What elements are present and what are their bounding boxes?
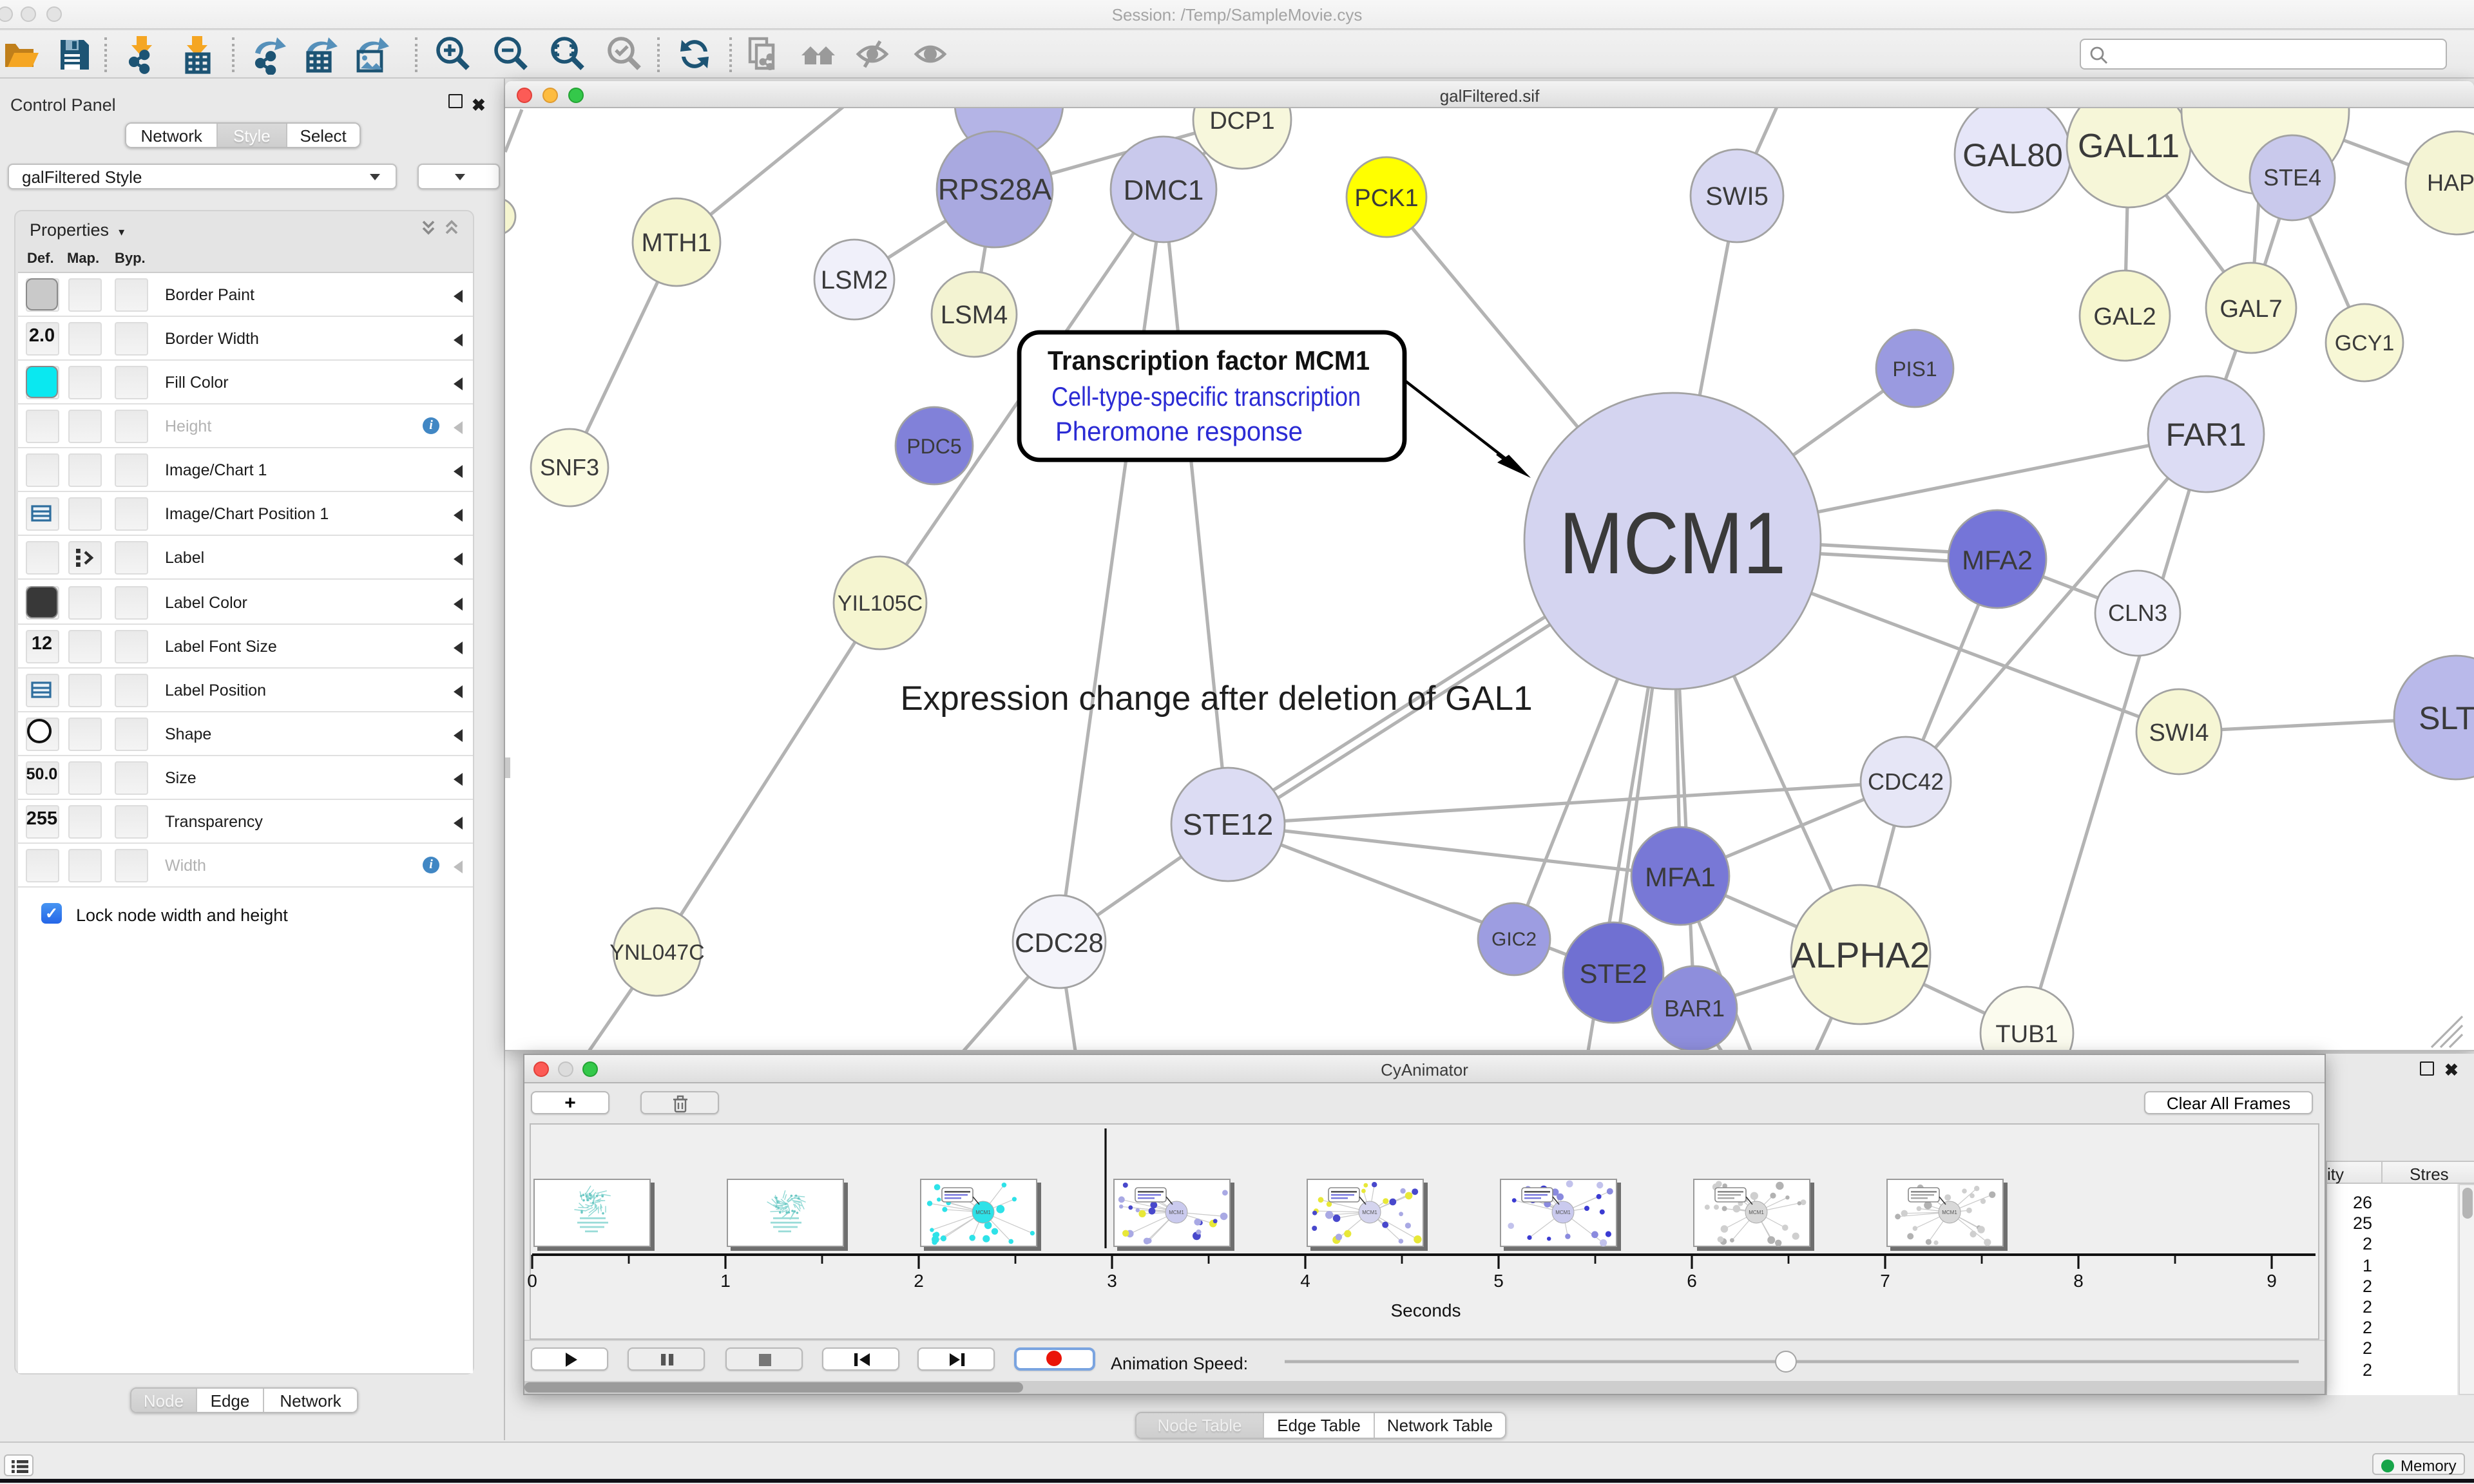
- svg-text:GAL2: GAL2: [2093, 303, 2156, 330]
- svg-text:GAL80: GAL80: [1962, 137, 2063, 173]
- svg-text:MCM1: MCM1: [975, 1210, 991, 1215]
- svg-text:GAL7: GAL7: [2220, 296, 2282, 323]
- svg-text:SWI4: SWI4: [2149, 719, 2209, 747]
- svg-text:GCY1: GCY1: [2335, 331, 2395, 356]
- svg-text:MTH1: MTH1: [642, 229, 712, 257]
- svg-text:Cell-type-specific transcripti: Cell-type-specific transcription: [1051, 381, 1361, 412]
- svg-text:MCM1: MCM1: [1555, 1210, 1571, 1215]
- svg-text:MFA1: MFA1: [1645, 862, 1716, 892]
- svg-text:GIC2: GIC2: [1491, 929, 1537, 950]
- svg-text:STE12: STE12: [1183, 808, 1274, 841]
- svg-text:STE4: STE4: [2263, 164, 2321, 191]
- svg-text:Transcription factor MCM1: Transcription factor MCM1: [1048, 345, 1370, 376]
- svg-text:Expression change after deleti: Expression change after deletion of GAL1: [900, 680, 1532, 718]
- svg-text:YNL047C: YNL047C: [609, 940, 704, 965]
- svg-text:YIL105C: YIL105C: [838, 591, 923, 616]
- svg-text:Pheromone response: Pheromone response: [1055, 416, 1303, 446]
- svg-text:PIS1: PIS1: [1892, 357, 1937, 381]
- svg-text:DMC1: DMC1: [1124, 175, 1204, 206]
- svg-text:ALPHA2: ALPHA2: [1792, 935, 1930, 975]
- svg-text:BAR1: BAR1: [1664, 995, 1725, 1022]
- svg-text:PCK1: PCK1: [1354, 185, 1418, 212]
- svg-text:MCM1: MCM1: [1942, 1210, 1957, 1215]
- svg-text:CDC28: CDC28: [1015, 928, 1104, 958]
- svg-text:TUB1: TUB1: [1995, 1021, 2058, 1048]
- svg-text:DCP1: DCP1: [1209, 108, 1274, 135]
- svg-text:PDC5: PDC5: [906, 435, 961, 458]
- svg-text:HAP2: HAP2: [2427, 169, 2474, 196]
- svg-text:MCM1: MCM1: [1362, 1210, 1377, 1215]
- svg-text:SWI5: SWI5: [1705, 182, 1769, 211]
- svg-text:STE2: STE2: [1579, 958, 1647, 989]
- svg-text:GAL11: GAL11: [2078, 128, 2180, 165]
- svg-text:FAR1: FAR1: [2165, 417, 2246, 453]
- svg-text:SLT2: SLT2: [2419, 700, 2474, 736]
- svg-text:CDC42: CDC42: [1868, 768, 1944, 795]
- svg-text:RPS28A: RPS28A: [938, 173, 1052, 206]
- svg-text:MCM1: MCM1: [1749, 1210, 1764, 1215]
- svg-text:SNF3: SNF3: [540, 454, 599, 480]
- svg-text:MCM1: MCM1: [1559, 494, 1786, 592]
- svg-text:LSM4: LSM4: [941, 301, 1008, 329]
- svg-text:LSM2: LSM2: [821, 266, 888, 294]
- svg-text:MCM1: MCM1: [1169, 1210, 1184, 1215]
- svg-text:CLN3: CLN3: [2108, 600, 2167, 626]
- svg-text:MFA2: MFA2: [1962, 545, 2033, 575]
